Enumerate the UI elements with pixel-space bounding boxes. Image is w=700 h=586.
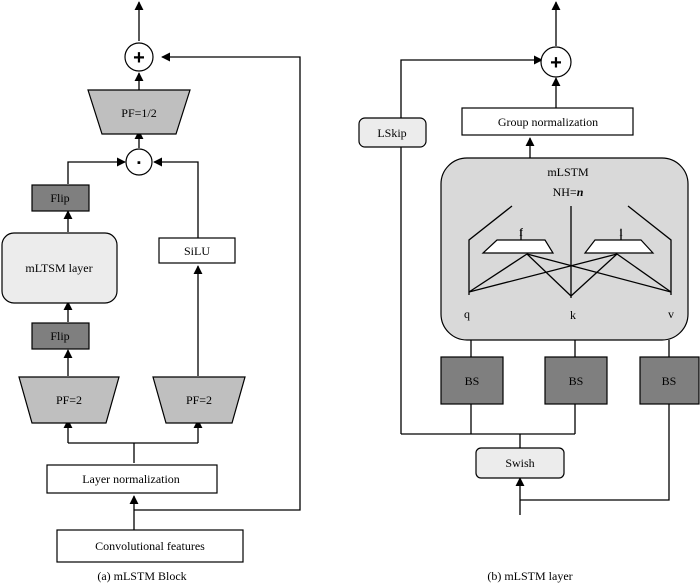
bs1-box [440,356,504,405]
k-label: k [570,308,576,322]
group-norm-label: Group normalization [498,115,598,129]
mlstm-cell-wiring [468,205,672,298]
v-to-f [526,253,672,293]
flip-bottom-label: Flip [50,329,69,343]
mltsm-layer-label: mLTSM layer [25,261,92,275]
silu-box [158,237,236,264]
mlstm-block-panel: Convolutional features Layer normalizati… [1,1,301,583]
arrow-silu-to-multiply [153,157,199,238]
swish-label: Swish [505,456,534,470]
mlstm-cell-panel [440,157,689,341]
mlstm-cell-title: mLSTM [547,165,589,179]
gate-i-label: i [619,225,623,239]
group-norm-box [461,107,634,136]
add-symbol-right: + [550,52,562,74]
gate-i-trapezoid [583,239,655,254]
flip-top-label: Flip [50,191,69,205]
q-stalk [468,205,513,295]
bs1-label: BS [465,374,480,388]
caption-left: (a) mLSTM Block [97,569,186,583]
swish-box [475,447,565,479]
pf-half-label: PF=1/2 [121,106,156,120]
flip-top-box [31,184,90,212]
layer-norm-box [46,464,218,494]
mlstm-layer-panel: LSkip Group normalization + mLSTM NH=n f… [358,1,700,583]
pf-left-trapezoid [18,376,120,424]
left-connectors [63,1,301,530]
layer-norm-label: Layer normalization [82,472,180,486]
pf-right-label: PF=2 [186,393,212,407]
nh-value: n [577,185,584,199]
q-to-f [468,253,528,293]
v-to-i [616,253,672,293]
bs3-label: BS [662,374,677,388]
caption-right: (b) mLSTM layer [487,569,572,583]
multiply-node [125,148,153,176]
gate-f-label: f [519,225,523,239]
add-node-left [124,42,154,72]
mltsm-layer-box [1,232,118,304]
v-stalk [627,205,672,295]
add-node-right [540,46,572,78]
pf-right-trapezoid [152,376,246,424]
q-label: q [464,307,470,321]
right-connectors [400,1,670,515]
conv-features-label: Convolutional features [95,539,205,553]
conv-features-box [56,529,244,563]
flip-bottom-box [31,322,90,350]
lskip-path [400,55,543,434]
v-label: v [668,307,674,321]
pf-left-label: PF=2 [56,393,82,407]
arrow-to-multiply [67,157,126,184]
q-to-i [468,253,618,293]
bs2-label: BS [569,374,584,388]
k-to-f [526,253,572,297]
nh-text: NH= [553,185,577,199]
lskip-label: LSkip [377,126,406,140]
silu-label: SiLU [184,244,210,258]
lskip-box [358,117,427,148]
residual-path [134,52,301,511]
input-to-bs3 [520,402,670,501]
multiply-symbol: ▪ [137,157,141,169]
k-to-i [570,253,618,297]
bs2-box [544,356,608,405]
pf-half-trapezoid [87,89,191,135]
add-symbol-left: + [133,47,145,69]
gate-f-trapezoid [481,239,555,254]
bs3-box [639,356,700,405]
nh-label: NH=n [553,185,584,199]
